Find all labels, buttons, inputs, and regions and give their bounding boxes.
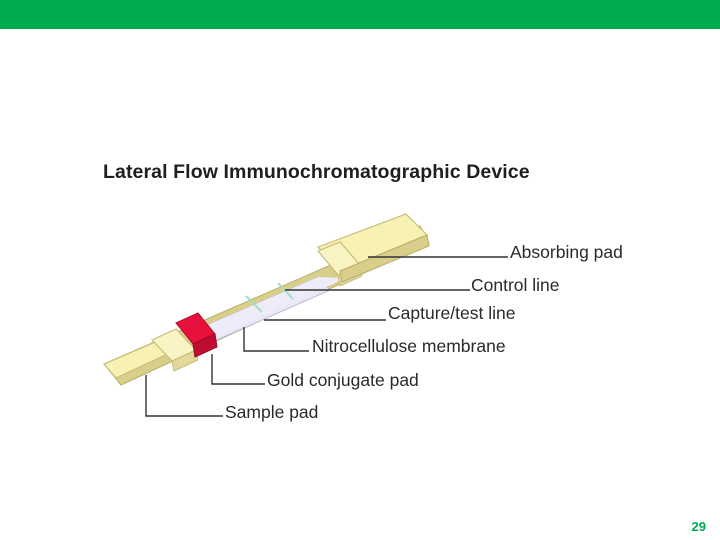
membrane-segment-right xyxy=(196,277,346,338)
sample-pad-raised-side xyxy=(171,349,199,372)
leader-nitrocellulose-membrane xyxy=(243,327,309,352)
capture-test-line-mark xyxy=(245,295,263,313)
leader-sample-pad xyxy=(145,375,223,417)
absorbing-pad-side xyxy=(339,234,430,283)
slide-title: Lateral Flow Immunochromatographic Devic… xyxy=(103,161,530,183)
label-nitrocellulose-membrane: Nitrocellulose membrane xyxy=(312,336,506,356)
leader-gold-conjugate-pad xyxy=(211,354,265,385)
label-capture-test-line: Capture/test line xyxy=(388,303,516,323)
label-absorbing-pad: Absorbing pad xyxy=(510,242,623,262)
label-sample-pad: Sample pad xyxy=(225,402,319,422)
page-number: 29 xyxy=(691,519,706,534)
control-line-mark xyxy=(277,282,294,300)
label-control-line: Control line xyxy=(471,275,560,295)
label-gold-conjugate-pad: Gold conjugate pad xyxy=(267,370,419,390)
gold-conjugate-pad-side xyxy=(192,333,218,358)
header-bar xyxy=(0,0,720,29)
